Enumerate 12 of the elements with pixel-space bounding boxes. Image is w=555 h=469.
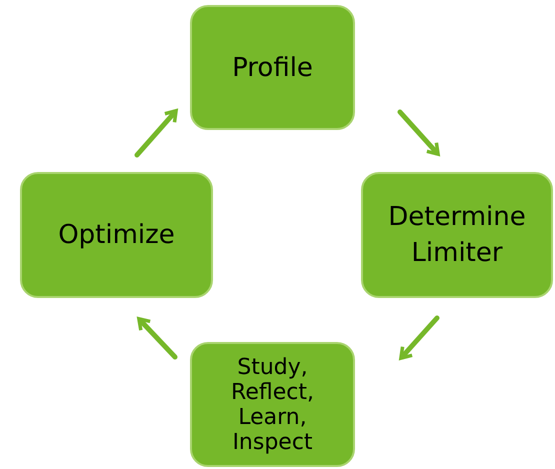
box-label: Profile [232,52,313,84]
process-box [361,172,553,298]
process-box [20,172,213,298]
arrow [137,317,178,360]
box-label: Optimize [58,219,175,251]
arrow [398,110,440,156]
arrow [134,109,178,158]
box-label: Study, Reflect, Learn, Inspect [230,354,315,454]
arrow [399,316,440,360]
box-label: Determine Limiter [387,201,527,270]
process-box [190,5,355,130]
process-box [190,342,355,467]
